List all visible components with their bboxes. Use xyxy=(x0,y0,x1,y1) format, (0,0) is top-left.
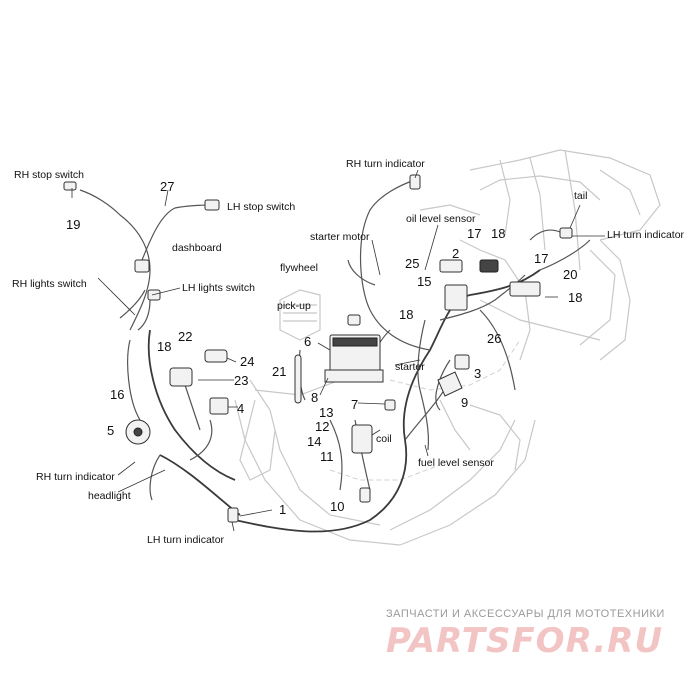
part-number-13: 13 xyxy=(319,405,333,420)
frame-outline xyxy=(234,149,661,546)
leader-lines xyxy=(71,169,605,532)
part-number-2: 2 xyxy=(452,246,459,261)
part-number-24: 24 xyxy=(240,354,254,369)
watermark-brand: PARTSFOR.RU xyxy=(386,621,663,661)
label-tail: tail xyxy=(574,190,587,202)
watermark: ЗАПЧАСТИ И АКСЕССУАРЫ ДЛЯ МОТОТЕХНИКИ PA… xyxy=(386,608,665,661)
part-number-10: 10 xyxy=(330,499,344,514)
horn-center xyxy=(133,427,143,437)
ignition-switch-23 xyxy=(169,367,193,387)
part-number-5: 5 xyxy=(107,423,114,438)
label-rh-lights-switch: RH lights switch xyxy=(12,278,87,290)
dashboard-connector xyxy=(134,259,150,273)
part-number-27: 27 xyxy=(160,179,174,194)
part-number-23: 23 xyxy=(234,373,248,388)
lh-front-turn-connector xyxy=(227,507,239,523)
control-unit-15 xyxy=(444,284,468,311)
part-number-11: 11 xyxy=(320,449,334,464)
tube-21 xyxy=(294,354,302,404)
rh-rear-turn-connector xyxy=(409,174,421,190)
part-number-26: 26 xyxy=(487,331,501,346)
connector-24 xyxy=(204,349,228,363)
label-lh-turn-indicator-front: LH turn indicator xyxy=(147,534,225,546)
pickup-connector xyxy=(347,314,361,326)
label-lh-stop-switch: LH stop switch xyxy=(227,201,295,213)
part-number-22: 22 xyxy=(178,329,192,344)
part-number-18b: 18 xyxy=(157,339,171,354)
part-number-21: 21 xyxy=(272,364,286,379)
lh-stop-switch-connector xyxy=(204,199,220,211)
watermark-tagline: ЗАПЧАСТИ И АКСЕССУАРЫ ДЛЯ МОТОТЕХНИКИ xyxy=(386,608,665,620)
label-headlight: headlight xyxy=(88,490,131,502)
connector-18 xyxy=(479,259,499,273)
tail-connector xyxy=(559,227,573,239)
label-flywheel: flywheel xyxy=(280,262,318,274)
rh-stop-switch-connector xyxy=(63,181,77,191)
label-coil: coil xyxy=(376,433,392,445)
part-number-20: 20 xyxy=(563,267,577,282)
part-number-16: 16 xyxy=(110,387,124,402)
part-number-9: 9 xyxy=(461,395,468,410)
part-number-18d: 18 xyxy=(568,290,582,305)
part-number-19: 19 xyxy=(66,217,80,232)
cap-10 xyxy=(359,487,371,503)
battery-terminals xyxy=(332,337,378,347)
part-numbers: 1 2 3 4 5 6 7 8 9 10 11 12 13 14 15 16 1… xyxy=(66,179,582,517)
label-starter: starter xyxy=(395,361,425,373)
label-dashboard: dashboard xyxy=(172,242,222,254)
connector-7 xyxy=(384,399,396,411)
battery-tray xyxy=(324,369,384,383)
relay-2 xyxy=(439,259,463,273)
coil-11 xyxy=(351,424,373,454)
part-number-18c: 18 xyxy=(399,307,413,322)
lh-lights-connector xyxy=(147,289,161,301)
part-number-18a: 18 xyxy=(491,226,505,241)
part-number-15: 15 xyxy=(417,274,431,289)
label-rh-turn-indicator-rear: RH turn indicator xyxy=(346,158,425,170)
label-lh-lights-switch: LH lights switch xyxy=(182,282,255,294)
part-number-25: 25 xyxy=(405,256,419,271)
label-fuel-level-sensor: fuel level sensor xyxy=(418,457,494,469)
part-number-17b: 17 xyxy=(534,251,548,266)
part-number-7: 7 xyxy=(351,397,358,412)
label-rh-stop-switch: RH stop switch xyxy=(14,169,84,181)
relay-9 xyxy=(437,371,463,397)
part-number-4: 4 xyxy=(237,401,244,416)
components xyxy=(63,174,573,523)
label-pick-up: pick-up xyxy=(277,300,311,312)
labels: RH stop switch LH stop switch dashboard … xyxy=(12,158,685,546)
regulator-4 xyxy=(209,397,229,415)
connector-3 xyxy=(454,354,470,370)
part-number-17a: 17 xyxy=(467,226,481,241)
label-starter-motor: starter motor xyxy=(310,231,370,243)
part-number-8: 8 xyxy=(311,390,318,405)
label-oil-level-sensor: oil level sensor xyxy=(406,213,476,225)
label-lh-turn-indicator-rear: LH turn indicator xyxy=(607,229,685,241)
label-rh-turn-indicator-front: RH turn indicator xyxy=(36,471,115,483)
part-number-12: 12 xyxy=(315,419,329,434)
flasher-20 xyxy=(509,281,541,297)
part-number-6: 6 xyxy=(304,334,311,349)
part-number-3: 3 xyxy=(474,366,481,381)
part-number-14: 14 xyxy=(307,434,321,449)
part-number-1: 1 xyxy=(279,502,286,517)
